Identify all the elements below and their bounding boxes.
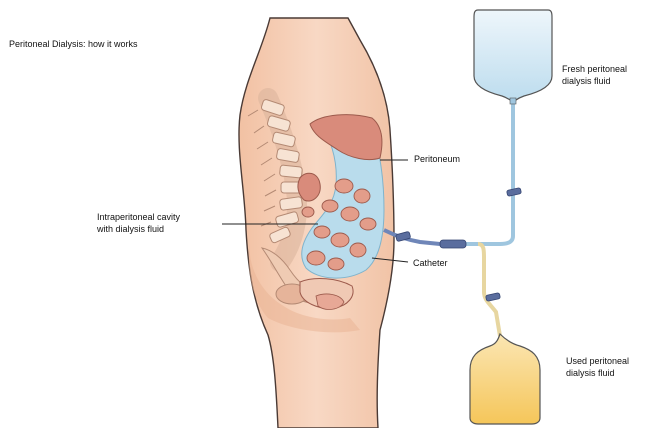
diagram-title: Peritoneal Dialysis: how it works [9, 38, 138, 50]
tubing [384, 100, 513, 336]
label-fresh-fluid: Fresh peritoneal dialysis fluid [562, 63, 627, 87]
label-intraperitoneal-cavity: Intraperitoneal cavity with dialysis flu… [97, 211, 180, 235]
label-peritoneum: Peritoneum [414, 153, 460, 165]
used-fluid-bag [470, 334, 540, 424]
label-used-fluid: Used peritoneal dialysis fluid [566, 355, 629, 379]
fresh-fluid-bag [474, 10, 552, 104]
label-catheter: Catheter [413, 257, 448, 269]
